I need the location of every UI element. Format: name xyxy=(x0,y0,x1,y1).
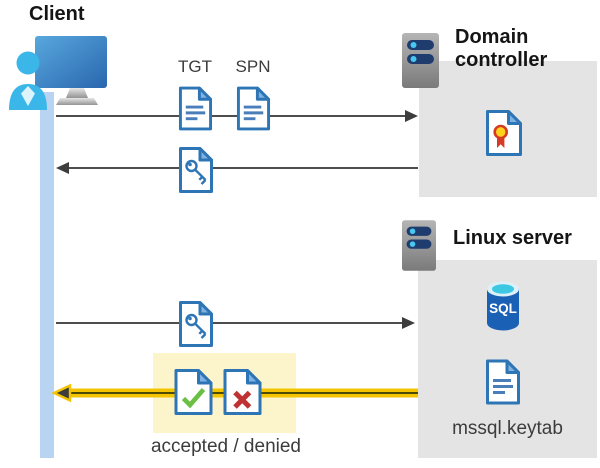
keytab-label: mssql.keytab xyxy=(452,418,563,439)
denied-document-icon xyxy=(223,369,262,415)
domain-controller-title: Domain controller xyxy=(455,26,548,71)
monitor-icon xyxy=(35,36,107,88)
linux-server-icon xyxy=(402,220,436,271)
x-icon xyxy=(233,390,252,409)
certificate-document-icon xyxy=(486,110,522,156)
tgt-label: TGT xyxy=(178,57,212,76)
key-glyph xyxy=(185,159,207,185)
arrow-client-to-linux xyxy=(56,317,415,329)
key-document-icon-linux xyxy=(179,301,213,347)
spn-document-icon xyxy=(236,86,271,131)
key-glyph xyxy=(185,313,207,339)
arrow-client-to-dc xyxy=(56,110,418,122)
client-title: Client xyxy=(29,3,85,25)
spn-label: SPN xyxy=(235,57,271,76)
person-icon xyxy=(9,51,47,110)
sql-text: SQL xyxy=(489,301,517,316)
domain-controller-server-icon xyxy=(402,33,439,88)
check-icon xyxy=(181,387,206,409)
client-workstation-icon xyxy=(9,36,107,110)
arrow-dc-to-client xyxy=(56,162,418,174)
ribbon-seal-icon xyxy=(493,124,508,148)
key-document-icon-dc xyxy=(179,147,213,193)
accepted-document-icon xyxy=(174,369,213,415)
sql-database-icon: SQL xyxy=(487,281,519,331)
client-lifeline xyxy=(40,92,54,458)
keytab-document-icon xyxy=(486,359,520,405)
linux-server-title: Linux server xyxy=(453,227,572,249)
result-label: accepted / denied xyxy=(150,436,301,457)
tgt-document-icon xyxy=(178,86,213,131)
